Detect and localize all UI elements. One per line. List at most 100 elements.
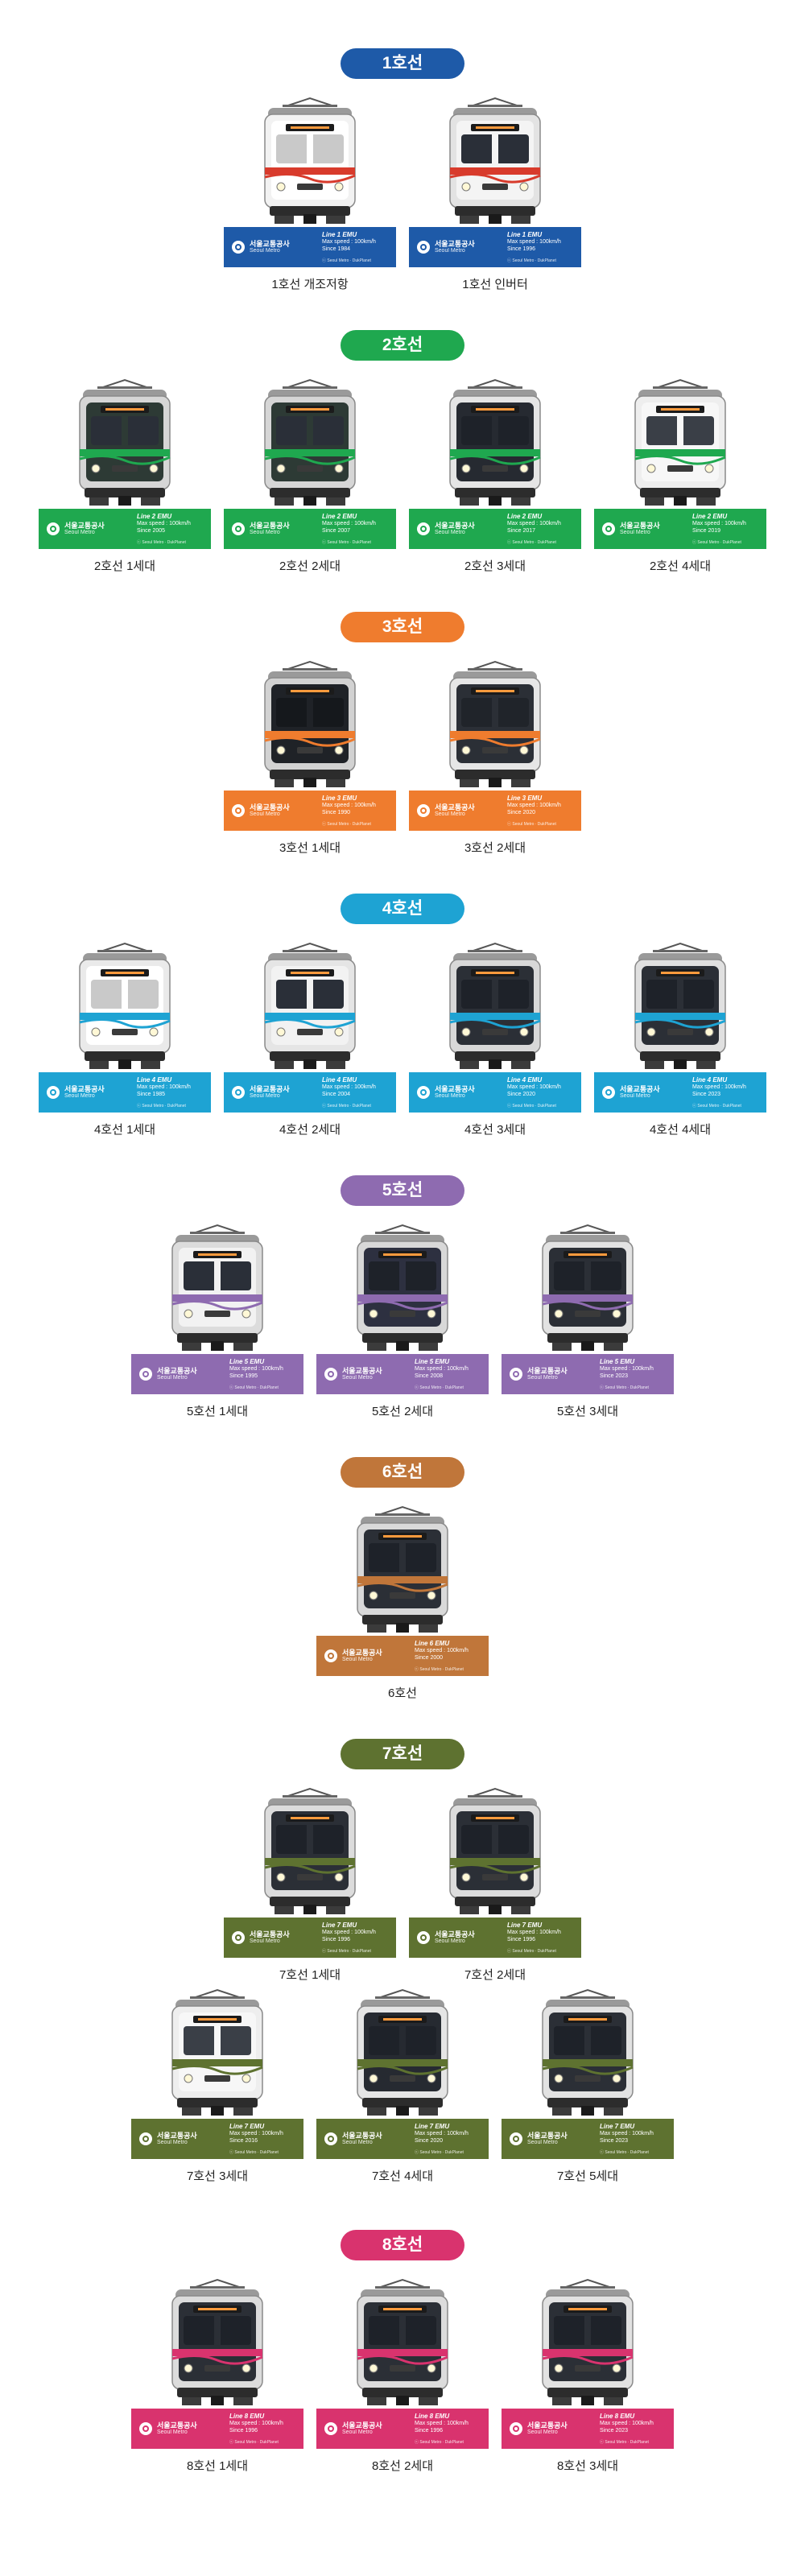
left-headlight [554, 1309, 564, 1319]
number-plate [482, 1874, 508, 1880]
destination-text-glow [661, 972, 700, 974]
window-divider [307, 134, 313, 163]
left-bogie [275, 216, 294, 224]
pantograph [285, 97, 335, 107]
coupler [303, 1905, 316, 1914]
org-name-ko: 서울교통공사 [250, 1930, 290, 1938]
pantograph [470, 942, 520, 952]
train-caption: 4호선 3세대 [464, 1123, 526, 1137]
org-name-en: Seoul Metro [64, 1093, 95, 1099]
spec-title: Line 4 EMU [507, 1076, 543, 1084]
number-plate [297, 465, 323, 472]
pantograph-bar [375, 1996, 430, 1999]
train-caption: 5호선 3세대 [556, 1405, 619, 1418]
bumper [362, 1333, 443, 1343]
left-bogie [460, 779, 479, 787]
window-divider [492, 416, 498, 445]
coupler [303, 496, 316, 506]
bumper [455, 206, 535, 216]
copyright-text: ⓒ Seoul Metro · DukPlanet [692, 1104, 741, 1108]
spec-title: Line 4 EMU [322, 1076, 357, 1084]
max-speed: Max speed : 100km/h [507, 1084, 561, 1090]
max-speed: Max speed : 100km/h [692, 1084, 746, 1090]
copyright-text: ⓒ Seoul Metro · DukPlanet [229, 1385, 279, 1390]
number-plate [297, 747, 323, 753]
right-headlight [334, 745, 344, 755]
bumper [547, 2388, 628, 2397]
bumper [270, 770, 350, 779]
destination-text-glow [198, 1253, 237, 1256]
window-divider [307, 698, 313, 727]
window-divider [307, 980, 313, 1009]
train-front-illustration [634, 378, 726, 506]
org-name-en: Seoul Metro [157, 1375, 188, 1381]
copyright-text: ⓒ Seoul Metro · DukPlanet [507, 540, 556, 545]
org-name-en: Seoul Metro [157, 2140, 188, 2145]
destination-text-glow [476, 1817, 514, 1819]
org-name-ko: 서울교통공사 [250, 522, 290, 530]
left-headlight [646, 1027, 656, 1037]
line-title-badge: 5호선 [341, 1175, 464, 1206]
right-headlight [704, 464, 714, 473]
bumper [85, 1051, 165, 1061]
left-bogie [275, 497, 294, 506]
right-headlight [149, 464, 159, 473]
spec-title: Line 3 EMU [322, 795, 357, 802]
copyright-text: ⓒ Seoul Metro · DukPlanet [415, 1385, 464, 1390]
left-bogie [552, 2107, 572, 2116]
train-caption: 2호선 4세대 [649, 559, 712, 573]
accent-swoosh [449, 737, 541, 747]
coupler [489, 496, 502, 506]
line-color-stripe [357, 2059, 448, 2066]
pantograph-bar [653, 950, 708, 952]
since-year: Since 1984 [322, 246, 351, 252]
org-name-en: Seoul Metro [250, 530, 280, 535]
org-name-ko: 서울교통공사 [527, 2132, 568, 2140]
right-bogie [326, 779, 345, 787]
left-headlight [276, 1027, 286, 1037]
number-plate [112, 1029, 138, 1035]
number-plate [482, 184, 508, 190]
destination-text-glow [291, 408, 329, 411]
train-caption: 2호선 1세대 [93, 559, 156, 573]
coupler [489, 778, 502, 787]
number-plate [575, 2075, 601, 2082]
seoul-metro-logo-icon [139, 2422, 152, 2435]
since-year: Since 1990 [322, 810, 351, 815]
spec-title: Line 2 EMU [507, 513, 543, 520]
train-caption: 3호선 2세대 [464, 841, 526, 855]
line-title-badge: 1호선 [341, 48, 464, 79]
since-year: Since 1996 [507, 246, 536, 252]
seoul-metro-logo-icon [510, 2422, 522, 2435]
